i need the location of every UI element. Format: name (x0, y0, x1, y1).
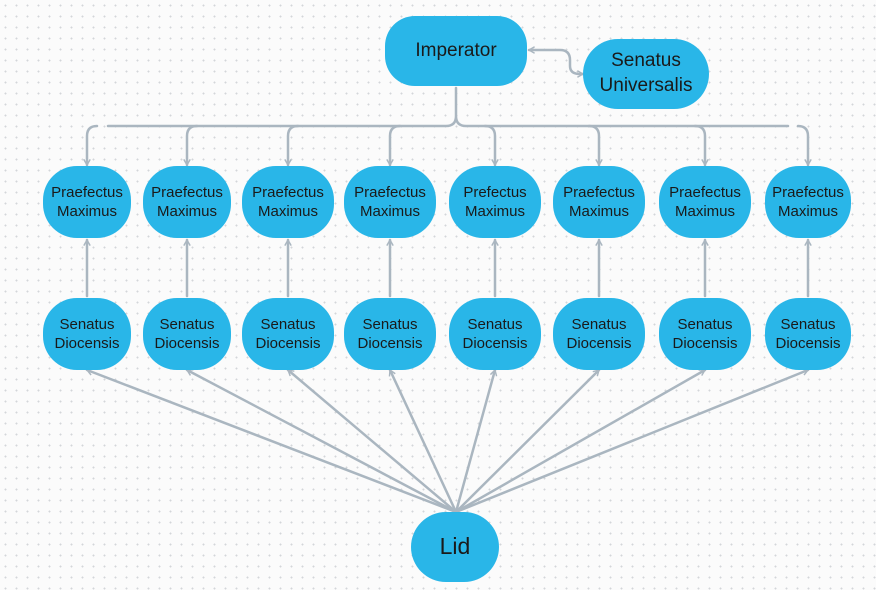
connector-lid-to-senatus-3 (286, 368, 458, 514)
senatus-universalis-label-line1: Senatus (611, 50, 681, 72)
senatus-diocensis-node-4-label-line1: Senatus (362, 315, 418, 333)
senatus-diocensis-node-5-label-line2: Diocensis (462, 335, 528, 352)
senatus-diocensis-node-8-label-line1: Senatus (780, 315, 836, 333)
senatus-diocensis-node-2-label-line1: Senatus (159, 315, 215, 333)
praefectus-node-6-label-line2: Maximus (568, 203, 629, 220)
senatus-diocensis-node-2-label-line2: Diocensis (154, 335, 220, 352)
praefectus-node-3-label-line1: Praefectus (252, 183, 324, 201)
lid-node[interactable]: Lid (411, 512, 499, 582)
connector-lid-to-senatus-6 (454, 368, 601, 514)
senatus-diocensis-node-3-label-line2: Diocensis (255, 335, 321, 352)
praefectus-node-7-label-line2: Maximus (674, 203, 735, 220)
senatus-diocensis-node-5-label-line1: Senatus (467, 315, 523, 333)
praefectus-node-6-label-line1: Praefectus (563, 183, 635, 201)
senatus-diocensis-node-6-label-line2: Diocensis (566, 335, 632, 352)
imperator-label: Imperator (415, 39, 497, 61)
connector-bus-praefectus-2 (183, 124, 199, 167)
praefectus-node-8-label-line2: Maximus (777, 203, 838, 220)
senatus-diocensis-node-7-label-line1: Senatus (677, 315, 733, 333)
praefectus-node-7-label-line1: Praefectus (669, 183, 741, 201)
connector-bus-praefectus-3 (284, 124, 300, 167)
senatus-universalis-node[interactable]: Senatus Universalis (583, 39, 709, 109)
praefectus-node-2-label-line1: Praefectus (151, 183, 223, 201)
connector-imperator-senatus-universalis (527, 46, 585, 78)
connector-bus-praefectus-5 (483, 124, 499, 167)
imperator-node[interactable]: Imperator (385, 16, 527, 86)
connector-lid-to-senatus-5 (454, 368, 498, 514)
connector-lid-to-senatus-2 (185, 368, 458, 514)
praefectus-node-4-label-line2: Maximus (359, 203, 420, 220)
praefectus-node-8-label-line1: Praefectus (772, 183, 844, 201)
praefectus-node-5-label-line1: Prefectus (463, 183, 527, 201)
senatus-diocensis-node-4-label-line2: Diocensis (357, 335, 423, 352)
praefectus-node-4-label-line1: Praefectus (354, 183, 426, 201)
connector-bus-praefectus-8 (796, 124, 812, 167)
connector-lid-to-senatus-1 (85, 368, 458, 514)
praefectus-node-1-label-line2: Maximus (56, 203, 117, 220)
connector-lid-to-senatus-8 (454, 368, 810, 514)
senatus-diocensis-node-7-label-line2: Diocensis (672, 335, 738, 352)
connector-imperator-bus (106, 86, 790, 128)
connector-bus-praefectus-1 (83, 124, 99, 167)
senatus-diocensis-node-3-label-line1: Senatus (260, 315, 316, 333)
lid-label: Lid (439, 533, 471, 560)
praefectus-node-3-label-line2: Maximus (257, 203, 318, 220)
senatus-diocensis-node-1-label-line1: Senatus (59, 315, 115, 333)
connector-bus-praefectus-7 (693, 124, 709, 167)
senatus-diocensis-node-6-label-line1: Senatus (571, 315, 627, 333)
connector-bus-praefectus-6 (587, 124, 603, 167)
connector-bus-praefectus-4 (386, 124, 402, 167)
senatus-diocensis-node-8-label-line2: Diocensis (775, 335, 841, 352)
praefectus-node-2-label-line2: Maximus (156, 203, 217, 220)
connector-lid-to-senatus-4 (388, 368, 458, 514)
senatus-diocensis-node-1-label-line2: Diocensis (54, 335, 120, 352)
connector-lid-to-senatus-7 (454, 368, 707, 514)
praefectus-node-5-label-line2: Maximus (464, 203, 525, 220)
praefectus-node-1-label-line1: Praefectus (51, 183, 123, 201)
senatus-universalis-label-line2: Universalis (599, 75, 693, 96)
